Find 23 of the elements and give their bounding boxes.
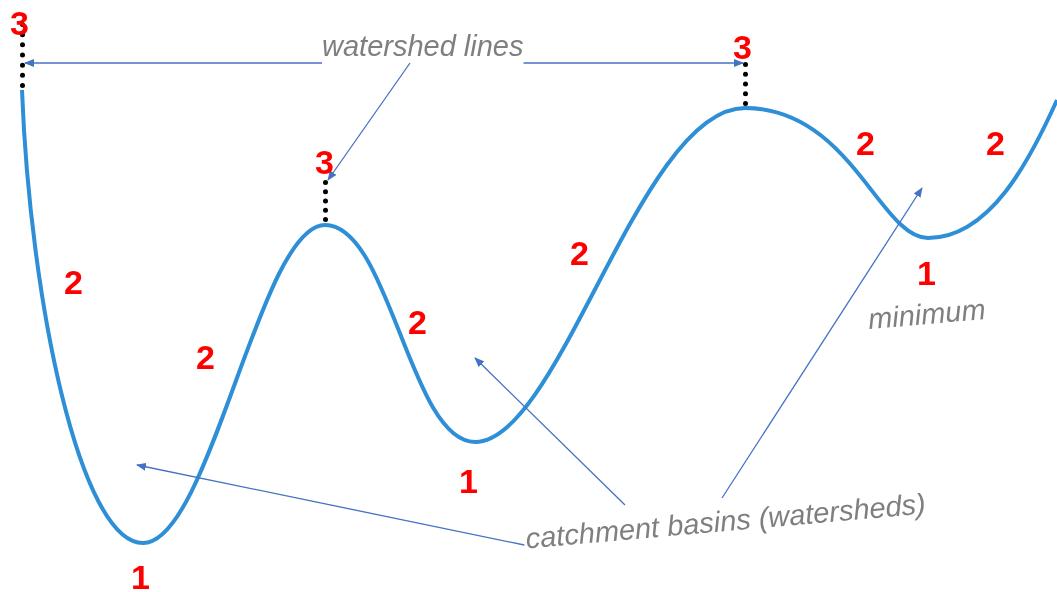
level-number: 3 — [733, 30, 752, 64]
leader-arrow — [522, 59, 744, 67]
level-number: 3 — [10, 6, 29, 40]
leader-arrow — [136, 462, 525, 546]
level-number: 1 — [459, 464, 478, 498]
level-number: 2 — [64, 265, 83, 299]
watershed-dotted-line — [323, 180, 328, 222]
leader-arrow — [24, 59, 323, 67]
annotation-text: catchment basins (watersheds) — [524, 487, 927, 556]
level-number: 3 — [315, 145, 334, 179]
annotation-text: minimum — [866, 292, 987, 337]
level-number: 1 — [131, 560, 150, 592]
leader-arrow — [327, 62, 411, 181]
level-number: 2 — [196, 340, 215, 374]
leader-arrow — [721, 187, 923, 499]
annotation-text: watershed lines — [322, 30, 524, 63]
level-number: 2 — [856, 126, 875, 160]
level-number: 1 — [917, 256, 936, 290]
level-number: 2 — [986, 126, 1005, 160]
leader-arrow — [474, 357, 626, 506]
watershed-dotted-line — [743, 62, 748, 106]
level-number: 2 — [570, 236, 589, 270]
level-number: 2 — [408, 305, 427, 339]
